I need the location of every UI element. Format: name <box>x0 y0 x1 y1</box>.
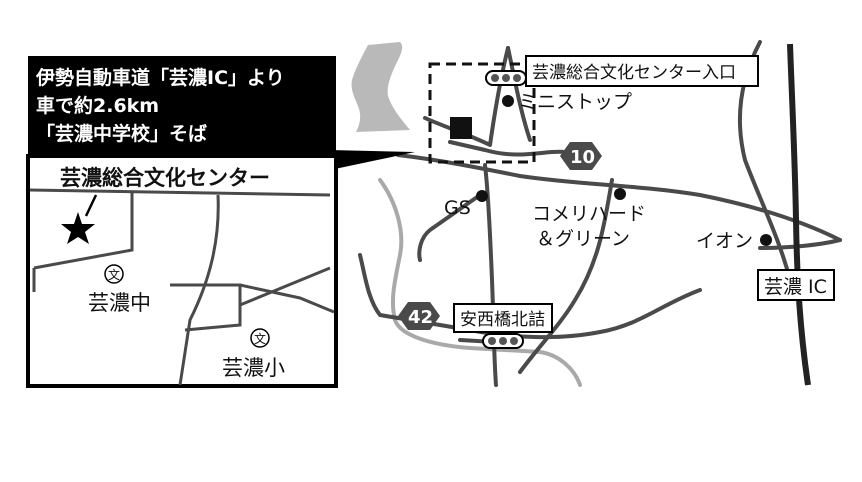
expressway <box>787 43 811 386</box>
cultural-center-marker <box>450 117 472 139</box>
route10-shield <box>560 142 602 170</box>
inset-roads <box>29 188 335 386</box>
ministop-dot <box>502 95 514 107</box>
anzai-signal-light-3 <box>510 337 518 345</box>
geino-ic-label: 芸濃 IC <box>764 276 827 298</box>
minor-roads-light <box>378 178 582 387</box>
komeri-label-line2: ＆グリーン <box>536 228 630 250</box>
callout-box <box>28 56 336 156</box>
ministop-label: ミニストップ <box>518 91 632 113</box>
elementary-label: 芸濃小 <box>222 356 285 380</box>
anzai-signal-light-2 <box>499 337 507 345</box>
anzai-signal-light-1 <box>488 337 496 345</box>
signal-light-2 <box>502 74 510 82</box>
inset-title: 芸濃総合文化センター <box>60 166 270 190</box>
junior-high-label: 芸濃中 <box>88 291 151 315</box>
elementary-school-icon <box>250 328 270 348</box>
entrance-signal-label: 芸濃総合文化センター入口 <box>532 63 736 83</box>
route42-shield <box>398 302 440 330</box>
anzai-signal-label-box <box>453 303 553 333</box>
river-area <box>351 42 410 132</box>
star-pointer <box>84 194 98 217</box>
geino-ic-label-box <box>757 269 835 301</box>
komeri-dot <box>614 188 626 200</box>
junior-high-school-symbol: 文 <box>108 267 120 282</box>
elementary-school-symbol: 文 <box>254 331 266 346</box>
route42-label: 42 <box>408 307 433 328</box>
focus-area <box>428 62 536 164</box>
komeri-label-line1: コメリハード <box>532 203 646 225</box>
entrance-signal-label-box <box>525 55 759 87</box>
signal-light-1 <box>491 74 499 82</box>
star-icon <box>61 212 95 244</box>
callout-line2: 車で約2.6km <box>36 94 159 117</box>
aeon-label: イオン <box>696 230 753 252</box>
aeon-dot <box>760 234 772 246</box>
gs-label: GS <box>444 197 471 219</box>
callout-pointer <box>330 150 415 170</box>
route10-label: 10 <box>570 147 595 168</box>
callout-line3: 「芸濃中学校」そば <box>36 122 207 145</box>
anzai-signal-label: 安西橋北詰 <box>460 310 545 330</box>
callout-line1: 伊勢自動車道「芸濃IC」より <box>35 66 285 89</box>
gs-dot <box>476 190 488 202</box>
junior-high-school-icon <box>104 264 124 284</box>
signal-light-3 <box>513 74 521 82</box>
